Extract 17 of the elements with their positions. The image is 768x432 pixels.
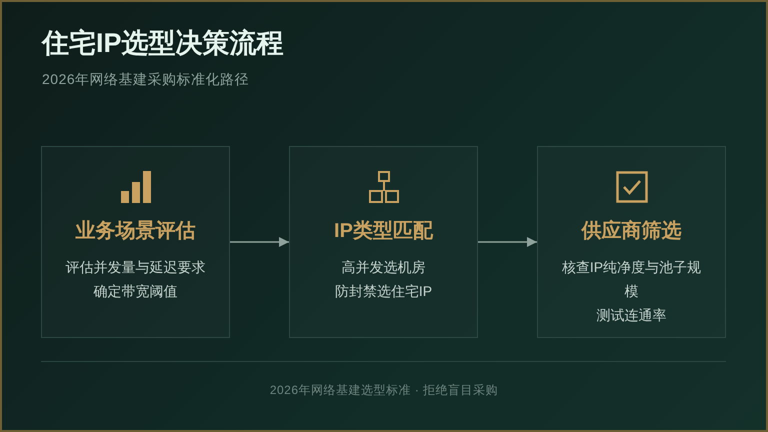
arrow [478, 237, 537, 247]
title: 住宅IP选型决策流程 [42, 27, 284, 60]
step-title: 业务场景评估 [76, 219, 196, 244]
step-description: 测试连通率 [596, 306, 666, 325]
step-card [537, 146, 726, 338]
step-title: IP类型匹配 [334, 219, 433, 244]
step-description: 防封禁选住宅IP [334, 282, 432, 301]
step-card [289, 146, 478, 338]
footer-note: 2026年网络基建选型标准 · 拒绝盲目采购 [270, 383, 498, 397]
subtitle: 2026年网络基建采购标准化路径 [42, 70, 250, 89]
step-description: 核查IP纯净度与池子规模 [560, 258, 702, 301]
step-description: 评估并发量与延迟要求 [66, 258, 206, 277]
step-description: 确定带宽阈值 [94, 282, 178, 301]
step-card [41, 146, 230, 338]
arrow [230, 237, 289, 247]
step-title: 供应商筛选 [582, 218, 682, 244]
step-description: 高并发选机房 [342, 258, 426, 277]
